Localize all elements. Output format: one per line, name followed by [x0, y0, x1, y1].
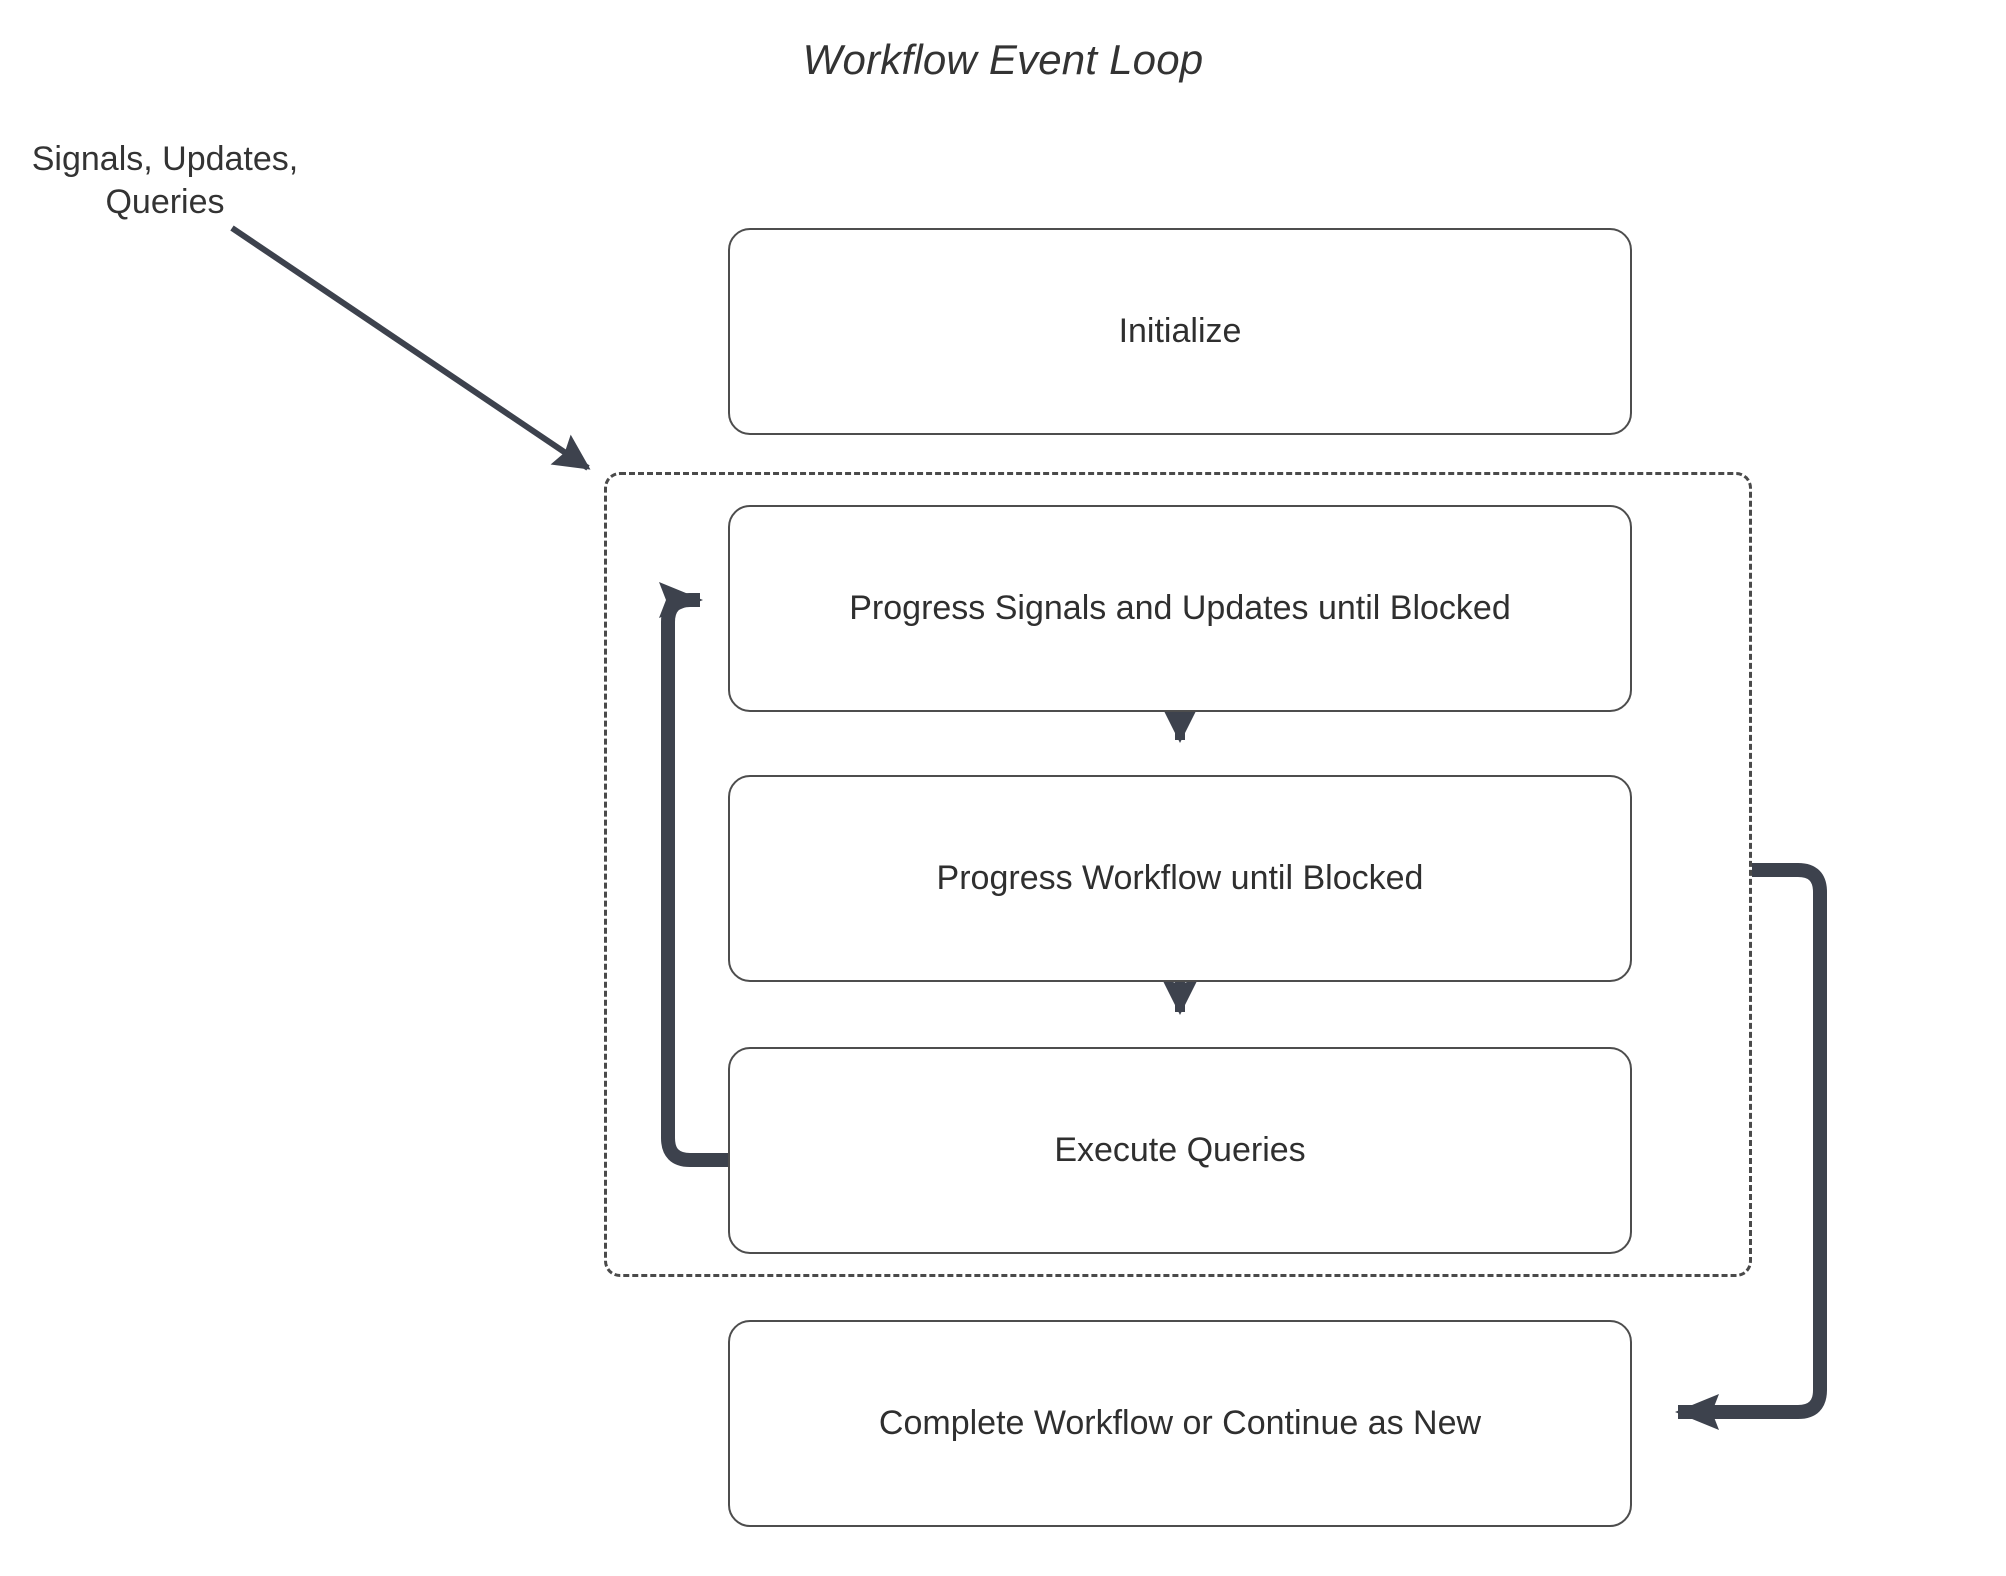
node-progress-signals-updates[interactable]: Progress Signals and Updates until Block… [728, 505, 1632, 712]
node-complete-workflow-label: Complete Workflow or Continue as New [878, 1404, 1482, 1442]
page-title: Workflow Event Loop [802, 36, 1204, 83]
node-execute-queries-label: Execute Queries [1054, 1131, 1306, 1169]
event-loop-group [604, 472, 1752, 1277]
node-progress-workflow[interactable]: Progress Workflow until Blocked [728, 775, 1632, 982]
node-initialize-label: Initialize [1118, 312, 1242, 350]
external-input-label: Signals, Updates, Queries [20, 138, 310, 223]
node-progress-signals-updates-label: Progress Signals and Updates until Block… [849, 589, 1511, 627]
node-complete-workflow[interactable]: Complete Workflow or Continue as New [728, 1320, 1632, 1527]
external-input-label-text: Signals, Updates, Queries [31, 140, 299, 221]
node-initialize[interactable]: Initialize [728, 228, 1632, 435]
node-execute-queries[interactable]: Execute Queries [728, 1047, 1632, 1254]
edge-signals-into-loop [230, 225, 591, 471]
node-progress-workflow-label: Progress Workflow until Blocked [936, 859, 1424, 897]
